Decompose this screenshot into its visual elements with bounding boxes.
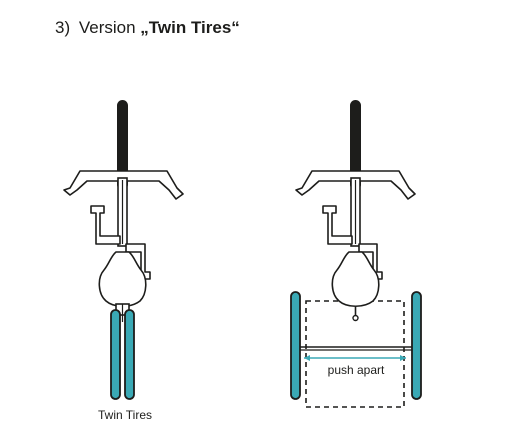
left-caption: Twin Tires (98, 408, 152, 422)
right-tire-right (411, 291, 422, 400)
push-apart-arrow (304, 355, 406, 361)
right-bike: push apart (290, 100, 422, 408)
right-handlebar (295, 170, 416, 200)
left-pedal-crank (90, 205, 121, 245)
right-pedal-crank (322, 205, 353, 245)
left-seat (98, 251, 147, 308)
left-twin-tire-2 (124, 309, 135, 400)
heading-version-name: „Twin Tires“ (140, 18, 240, 37)
left-front-wheel (117, 100, 128, 190)
left-handlebar (63, 170, 184, 200)
right-seat (331, 251, 380, 308)
right-tire-left (290, 291, 301, 400)
left-twin-tire-1 (110, 309, 121, 400)
heading-prefix: Version (78, 18, 136, 37)
push-apart-label: push apart (328, 363, 385, 377)
section-heading: 3) Version „Twin Tires“ (55, 16, 240, 40)
heading-number: 3) (55, 18, 71, 37)
left-bike: Twin Tires (63, 100, 184, 422)
right-front-wheel (350, 100, 361, 190)
